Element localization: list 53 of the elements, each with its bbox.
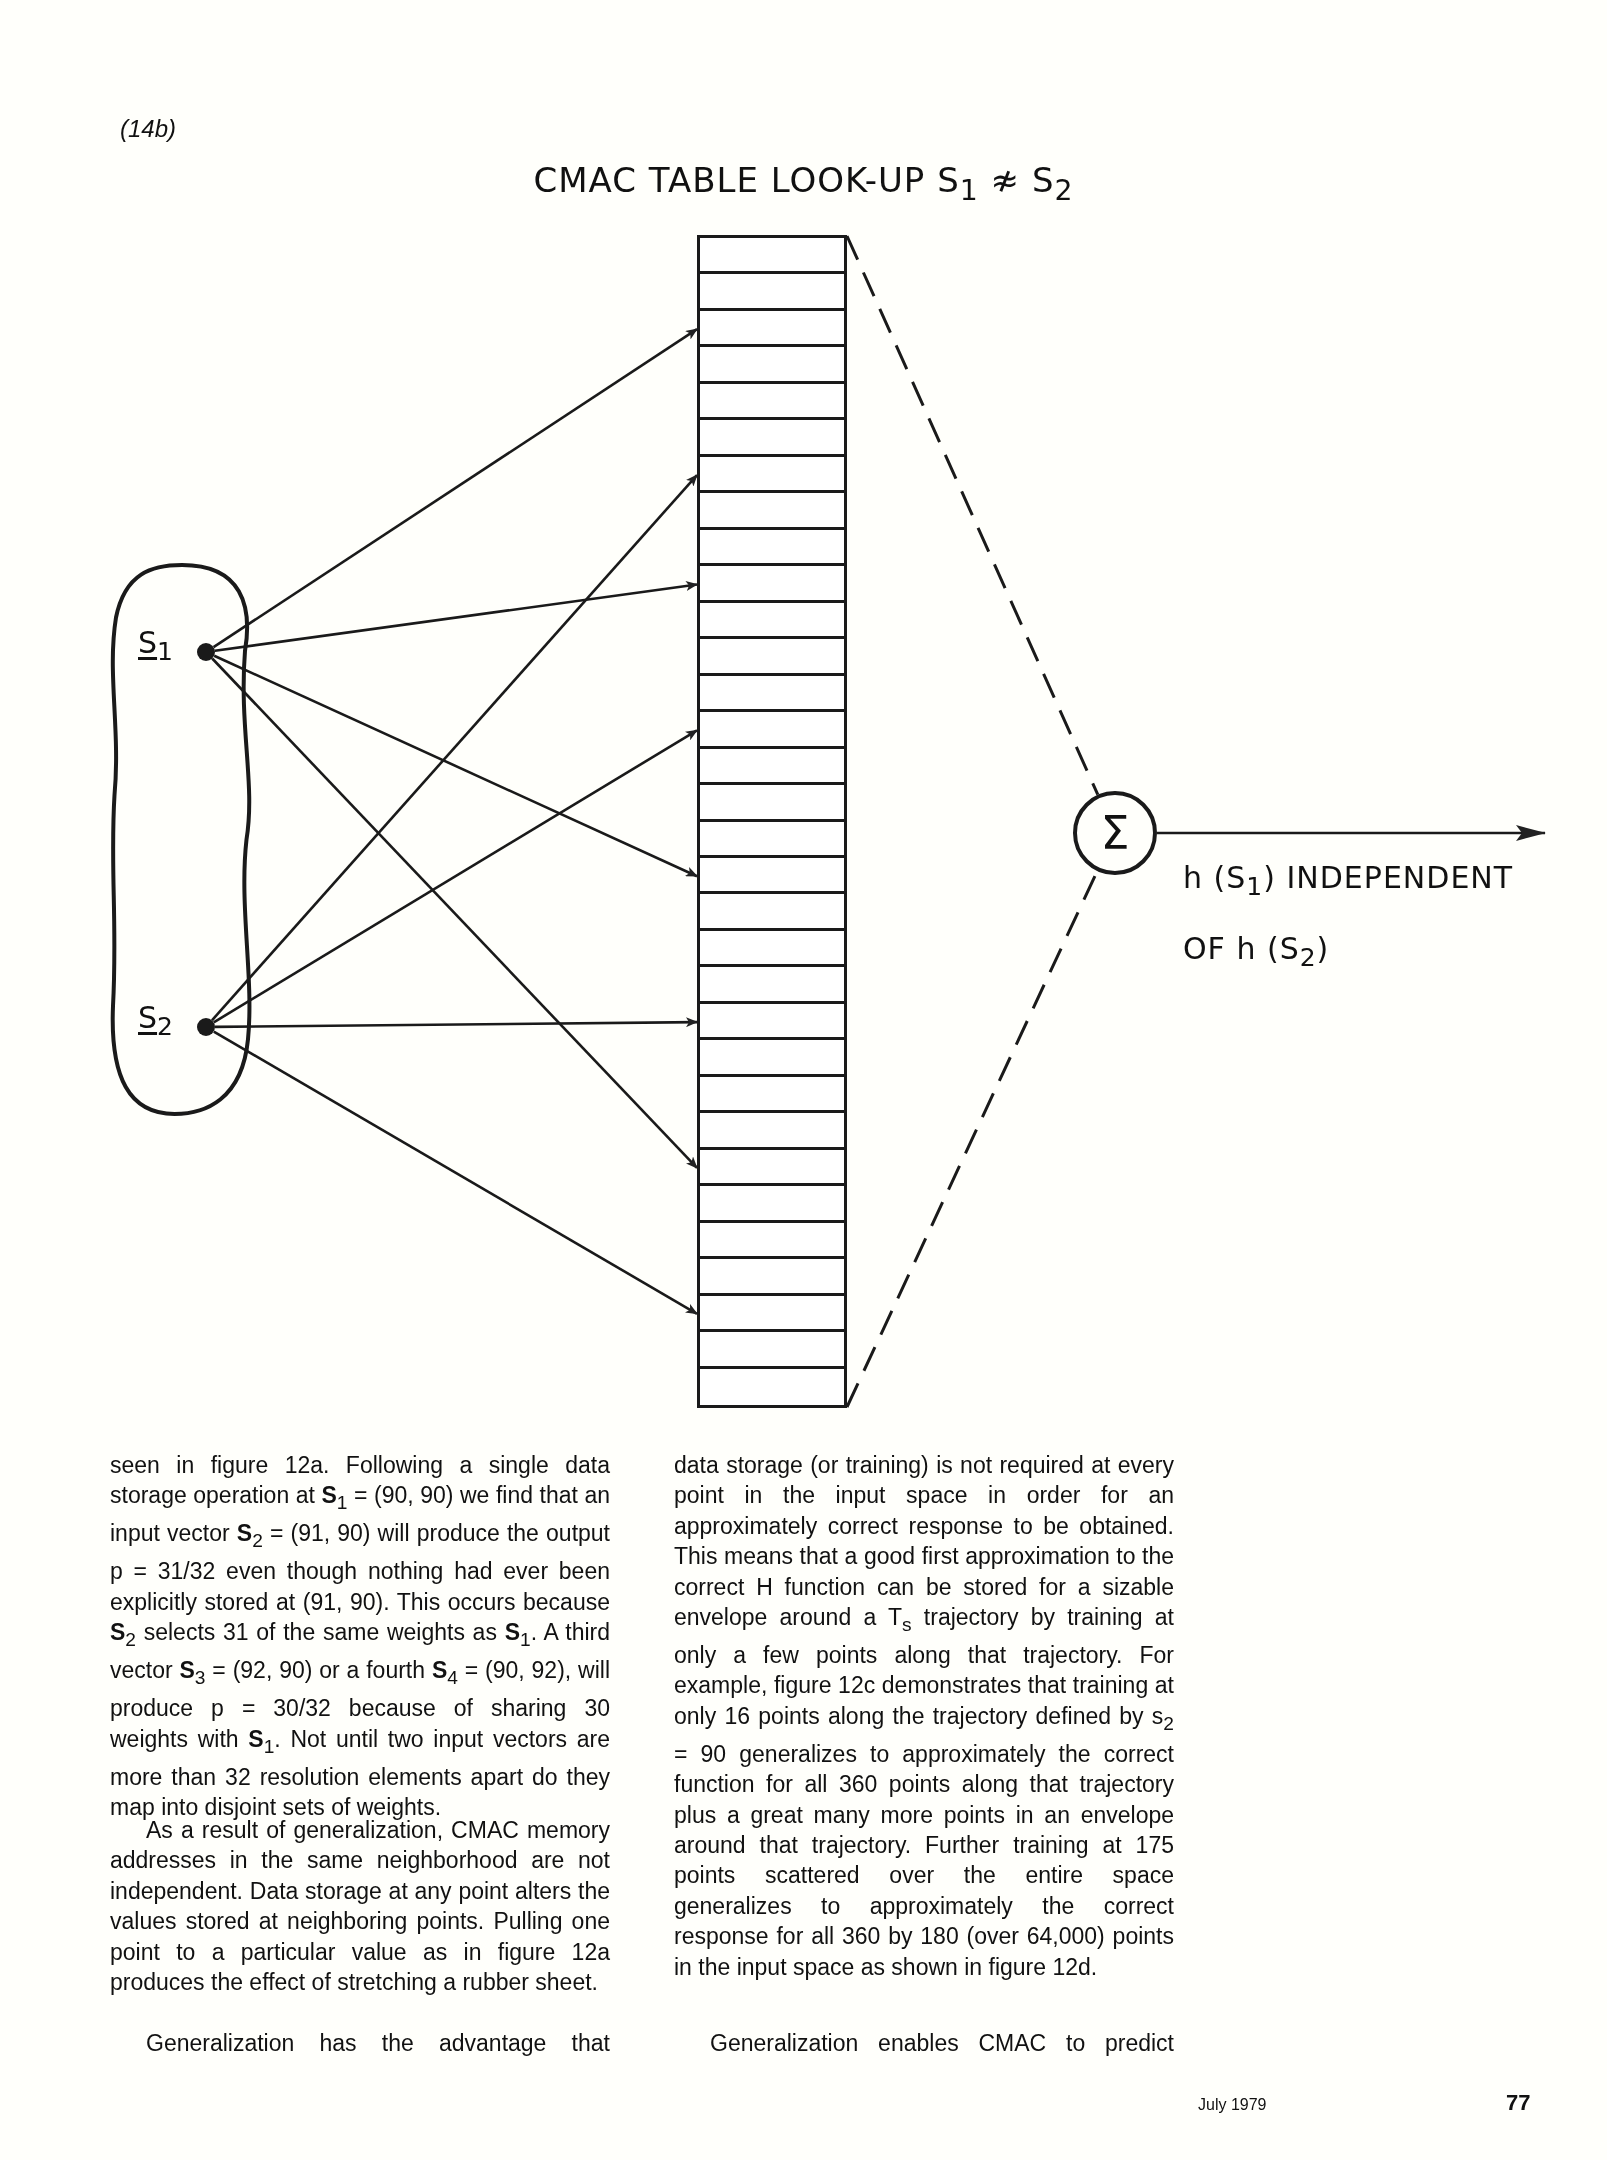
arrow <box>213 729 698 1024</box>
lookup-table <box>697 235 847 1408</box>
table-cell <box>700 383 844 421</box>
table-cell <box>700 639 844 676</box>
figure-number: (14b) <box>120 115 177 143</box>
summation-symbol: Σ <box>1073 791 1157 875</box>
table-cell <box>700 602 844 640</box>
table-cell <box>700 566 844 603</box>
table-cell <box>700 748 844 786</box>
table-cell <box>700 967 844 1004</box>
body-paragraph: Generalization has the advantage that <box>145 2029 610 2058</box>
table-cell <box>700 785 844 822</box>
arrow <box>1157 825 1546 841</box>
table-cell <box>700 1003 844 1041</box>
page-number: 77 <box>1506 2090 1531 2116</box>
table-cell <box>700 894 844 931</box>
vector-label: S$_{2}$ <box>138 1001 173 1043</box>
dashed-line <box>845 235 1100 796</box>
vector-label: S$_{1}$ <box>138 626 173 668</box>
table-cell <box>700 1332 844 1369</box>
table-cell <box>700 1295 844 1333</box>
table-cell <box>700 930 844 968</box>
arrow <box>214 581 698 653</box>
table-cell <box>700 1368 844 1405</box>
table-cell <box>700 1186 844 1223</box>
table-cell <box>700 238 844 275</box>
table-cell <box>700 675 844 713</box>
arrow <box>213 654 698 878</box>
table-cell <box>700 712 844 749</box>
table-cell <box>700 420 844 457</box>
arrow <box>213 1030 698 1315</box>
body-paragraph: data storage (or training) is not required at every point in the input space in order for an approximately correct response to be obtained. This means that a good first approximation to the correct H function can be stored for a sizable envelope around a T$_{s}$ trajectory by training at only a few points along that trajectory. For example, figure 12c demonstrates that training at only 16 points along the trajectory defined by s$_{2}$ = 90 generalizes to approximately the correct function for all 360 points along that trajectory plus a great many more points in an envelope around that trajectory. Further training at 175 points scattered over the entire space generalizes to approximately the correct response for all 360 by 180 (over 64,000) points in the input space as shown in figure 12d. <box>674 1451 1174 1982</box>
arrow <box>215 1017 698 1029</box>
table-cell <box>700 1076 844 1114</box>
table-cell <box>700 310 844 348</box>
arrow <box>211 657 698 1169</box>
table-cell <box>700 1222 844 1260</box>
date-line: July 1979 <box>1198 2096 1267 2114</box>
table-cell <box>700 347 844 384</box>
body-paragraph: Generalization enables CMAC to predict <box>709 2029 1174 2058</box>
table-cell <box>700 1259 844 1296</box>
arrow <box>212 328 698 649</box>
table-cell <box>700 1113 844 1150</box>
table-cell <box>700 493 844 530</box>
table-cell <box>700 456 844 494</box>
table-cell <box>700 1040 844 1077</box>
table-cell <box>700 857 844 895</box>
table-cell <box>700 821 844 858</box>
table-cell <box>700 1149 844 1187</box>
arrow <box>211 474 698 1022</box>
diagram-title: CMAC TABLE LOOK-UP S$_{1}$ ≉ S$_{2}$ <box>532 160 1075 207</box>
table-cell <box>700 274 844 311</box>
table-cell <box>700 529 844 567</box>
